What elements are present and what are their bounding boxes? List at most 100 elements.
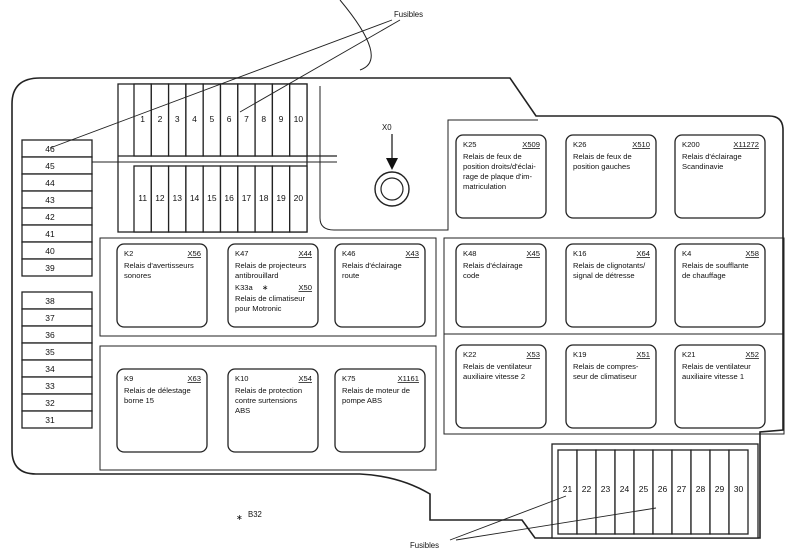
relay-description: Relais d'éclairage [682, 152, 742, 161]
relay-frame [116, 368, 208, 453]
fuse-number: 46 [45, 144, 55, 154]
fuse-number: 45 [45, 161, 55, 171]
fuse-number: 4 [192, 114, 197, 124]
fuse-number: 40 [45, 246, 55, 256]
relay-description: sonores [124, 271, 151, 280]
relay-description: Relais de clignotants/ [573, 261, 646, 270]
relay-description: seur de climatiseur [573, 372, 637, 381]
fuse-number: 43 [45, 195, 55, 205]
fuse-slot [21, 359, 93, 378]
fuse-number: 19 [276, 193, 286, 203]
fuse-number: 42 [45, 212, 55, 222]
fuse-number: 5 [209, 114, 214, 124]
relay-connector-code: X64 [636, 249, 650, 258]
fuse-slot [21, 258, 93, 277]
relay-id: K47 [235, 249, 249, 258]
relay-connector-code: X54 [298, 374, 312, 383]
relay-frame [334, 243, 426, 328]
relay-sub-connector-code: X50 [298, 283, 312, 292]
housing-top-curve [339, 0, 372, 71]
relay-frame [565, 134, 657, 219]
fuses-top-label: Fusibles [394, 10, 423, 19]
fuse-number: 16 [224, 193, 234, 203]
connector-x0: X0 [374, 123, 410, 207]
fuse-number: 13 [173, 193, 183, 203]
fuse-slot [21, 156, 93, 175]
relay-connector-code: X45 [526, 249, 540, 258]
relay-group-bottom-left [99, 345, 437, 471]
relay-description: Relais de ventilateur [682, 362, 751, 371]
relay-frame [116, 243, 208, 328]
fuse-number: 20 [294, 193, 304, 203]
relay-frame [227, 243, 319, 328]
relay-frame [565, 344, 657, 429]
fuse-number: 14 [190, 193, 200, 203]
relay-description: Relais de feux de [573, 152, 632, 161]
fuse-number: 39 [45, 263, 55, 273]
relay-description: borne 15 [124, 396, 154, 405]
fuse-number: 22 [582, 484, 592, 494]
fuse-number: 38 [45, 296, 55, 306]
fuse-number: 10 [294, 114, 304, 124]
relay-description: code [463, 271, 479, 280]
fuse-number: 24 [620, 484, 630, 494]
relay-description: auxiliaire vitesse 1 [682, 372, 744, 381]
fuse-number: 21 [563, 484, 573, 494]
relay-description: Relais de feux de [463, 152, 522, 161]
relay-connector-code: X51 [636, 350, 650, 359]
fuse-slot [21, 139, 93, 158]
relay-description: antibrouillard [235, 271, 278, 280]
fuses-top-callout: Fusibles [49, 10, 423, 149]
relay-sub-description: Relais de climatiseur [235, 294, 306, 303]
relay-connector-code: X43 [405, 249, 419, 258]
fuse-number: 30 [734, 484, 744, 494]
fuse-number: 23 [601, 484, 611, 494]
relay-id: K46 [342, 249, 356, 258]
fuse-slot [21, 291, 93, 310]
fuse-number: 6 [227, 114, 232, 124]
fuse-slot [21, 224, 93, 243]
x0-label: X0 [382, 123, 392, 132]
fuse-slot [289, 83, 308, 157]
fuse-number: 33 [45, 381, 55, 391]
relay-connector-code: X1161 [398, 374, 419, 383]
fuse-number: 9 [279, 114, 284, 124]
relay-id: K16 [573, 249, 587, 258]
fuse-number: 15 [207, 193, 217, 203]
fuse-number: 8 [261, 114, 266, 124]
fuse-number: 12 [155, 193, 165, 203]
relay-group-right [443, 237, 785, 435]
relay-id: K48 [463, 249, 477, 258]
fuse-number: 36 [45, 330, 55, 340]
inner-boundary-top [319, 86, 538, 231]
relay-frame [334, 368, 426, 453]
relay-description: Relais d'éclairage [463, 261, 523, 270]
fuses-bottom-leader-1 [449, 495, 567, 541]
relay-description: Relais de moteur de [342, 386, 410, 395]
relay-connector-code: X11272 [733, 140, 759, 149]
fuse-slot [21, 241, 93, 260]
fuse-number: 37 [45, 313, 55, 323]
fuse-number: 17 [242, 193, 252, 203]
relay-description: Relais d'avertisseurs [124, 261, 194, 270]
relay-description: de chauffage [682, 271, 726, 280]
fuse-slot [21, 325, 93, 344]
fuse-slot [21, 207, 93, 226]
relay-description: pompe ABS [342, 396, 382, 405]
relay-id: K21 [682, 350, 696, 359]
fuses-top-leader-2 [239, 19, 401, 113]
fuse-number: 32 [45, 398, 55, 408]
relay-id: K2 [124, 249, 133, 258]
relay-description: matriculation [463, 182, 506, 191]
fuse-slot [21, 393, 93, 412]
relay-frame [565, 243, 657, 328]
relay-description: route [342, 271, 359, 280]
